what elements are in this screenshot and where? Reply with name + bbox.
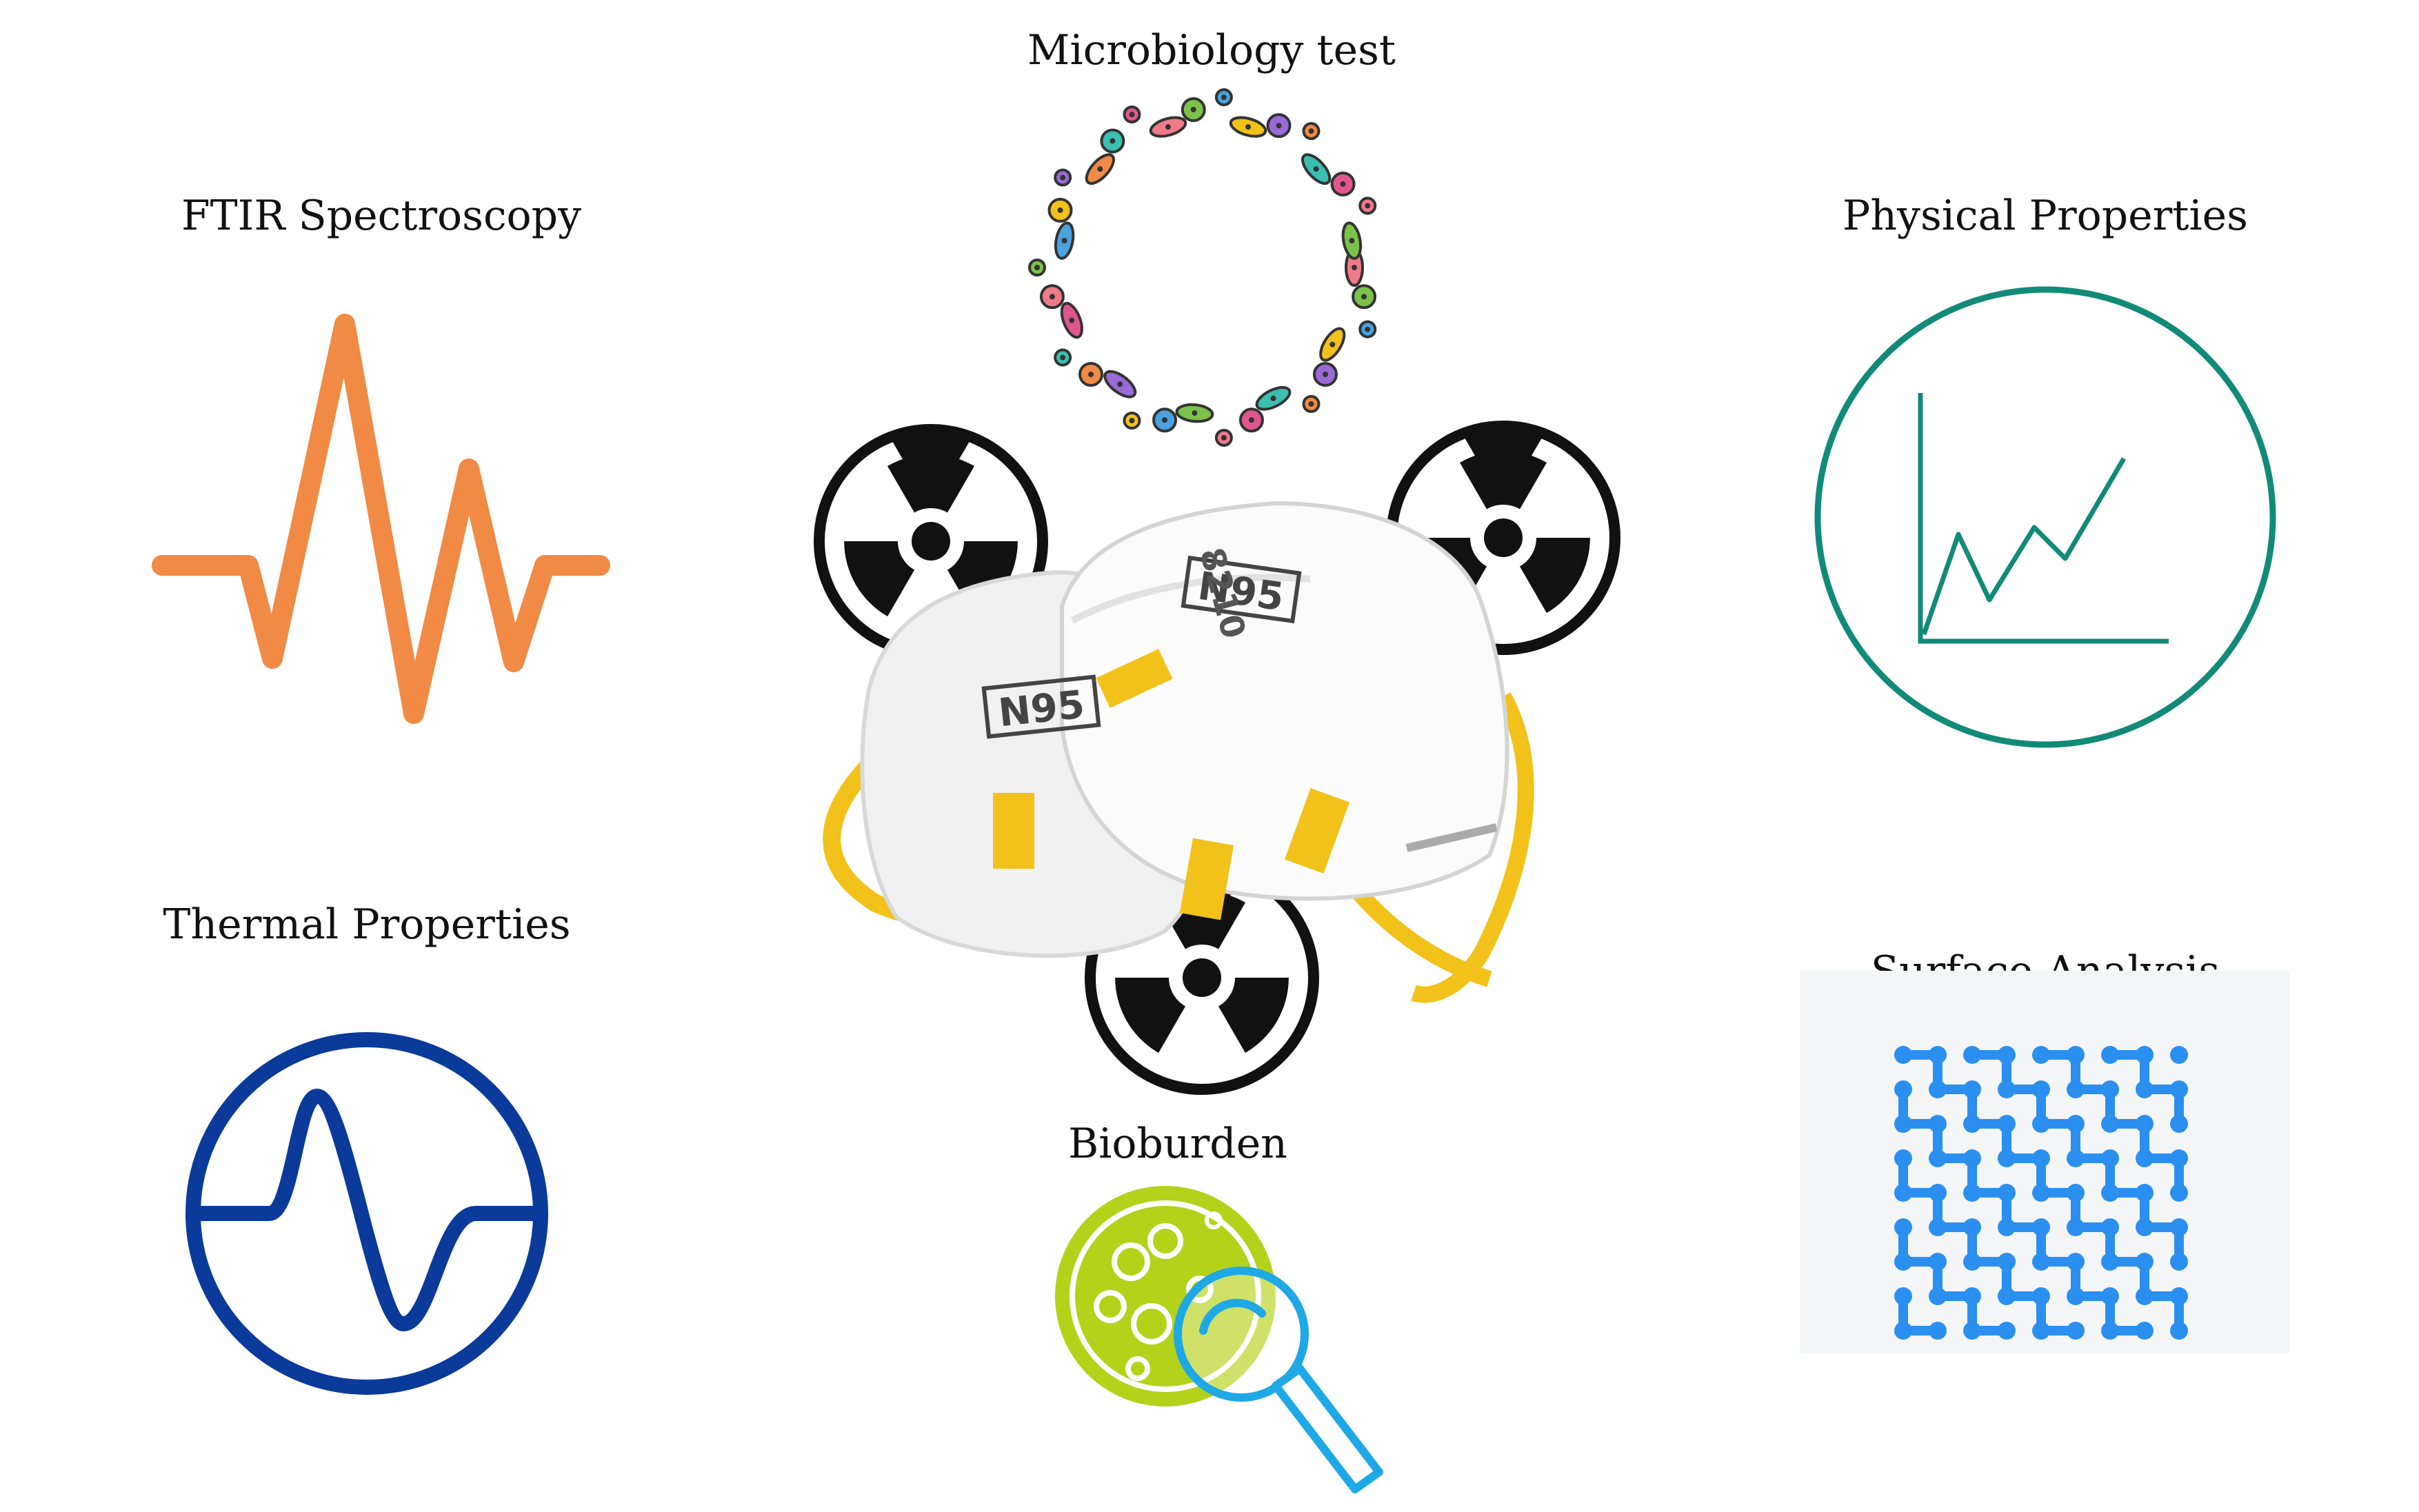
microbe-nucleus [1221,434,1227,441]
microbe-nucleus [1270,395,1276,401]
microbe-nucleus [1034,265,1040,270]
microbe-nucleus [1117,381,1123,387]
lattice-node [2067,1322,2085,1340]
microbe-nucleus [1322,371,1328,377]
lattice-node [2136,1322,2154,1340]
ftir-spectroscopy-label: FTIR Spectroscopy [181,192,581,240]
microbe-nucleus [1221,94,1227,101]
microbe-nucleus [1308,401,1314,407]
microbe-nucleus [1329,341,1336,347]
microbe-nucleus [1190,106,1196,112]
microbe-nucleus [1361,294,1367,300]
physical-properties-label: Physical Properties [1843,192,2248,240]
microbe-nucleus [1313,166,1319,172]
microbe-nucleus [1061,238,1067,244]
lattice-node [2170,1253,2188,1271]
microbe-nucleus [1365,203,1371,209]
line-chart-icon [1814,286,2276,748]
microbe-nucleus [1365,326,1371,332]
microbe-nucleus [1097,166,1103,172]
microbe-nucleus [1057,207,1063,213]
microbe-nucleus [1165,124,1171,130]
microbe-nucleus [1060,354,1066,361]
mask-brand-text-back: N95 [996,683,1087,736]
microbe-ring-icon [1028,88,1377,447]
microbe-nucleus [1060,174,1066,181]
thermal-properties-label: Thermal Properties [163,900,571,949]
lattice-node [2170,1184,2188,1202]
lattice-node [2170,1115,2188,1133]
microbe-nucleus [1049,294,1055,300]
microbe-nucleus [1245,124,1252,130]
thermogram-icon [185,1032,548,1395]
lattice-node [1998,1322,2016,1340]
lattice-node [2170,1322,2188,1340]
n95-mask-image: N95 N95 8210 [823,501,1534,1003]
microbe-nucleus [1069,317,1075,323]
microbe-nucleus [1349,238,1355,244]
microbe-nucleus [1276,123,1282,129]
microbe-nucleus [1129,418,1135,424]
microbe-nucleus [1162,417,1168,423]
microbe-nucleus [1110,138,1116,144]
microbe-nucleus [1248,417,1254,423]
microbe-nucleus [1192,410,1198,416]
lattice-node [2170,1046,2188,1064]
microbiology-test-label: Microbiology test [1027,26,1396,74]
bioburden-label: Bioburden [1068,1120,1287,1168]
lattice-node [1929,1322,1947,1340]
lattice-icon [1800,971,2289,1353]
petri-magnifier-icon [1055,1186,1383,1493]
microbe-nucleus [1129,111,1135,117]
microbe-nucleus [1308,128,1314,134]
microbe-nucleus [1088,371,1094,377]
waveform-icon [152,314,610,724]
microbe-nucleus [1352,265,1357,270]
microbe-nucleus [1340,181,1346,187]
